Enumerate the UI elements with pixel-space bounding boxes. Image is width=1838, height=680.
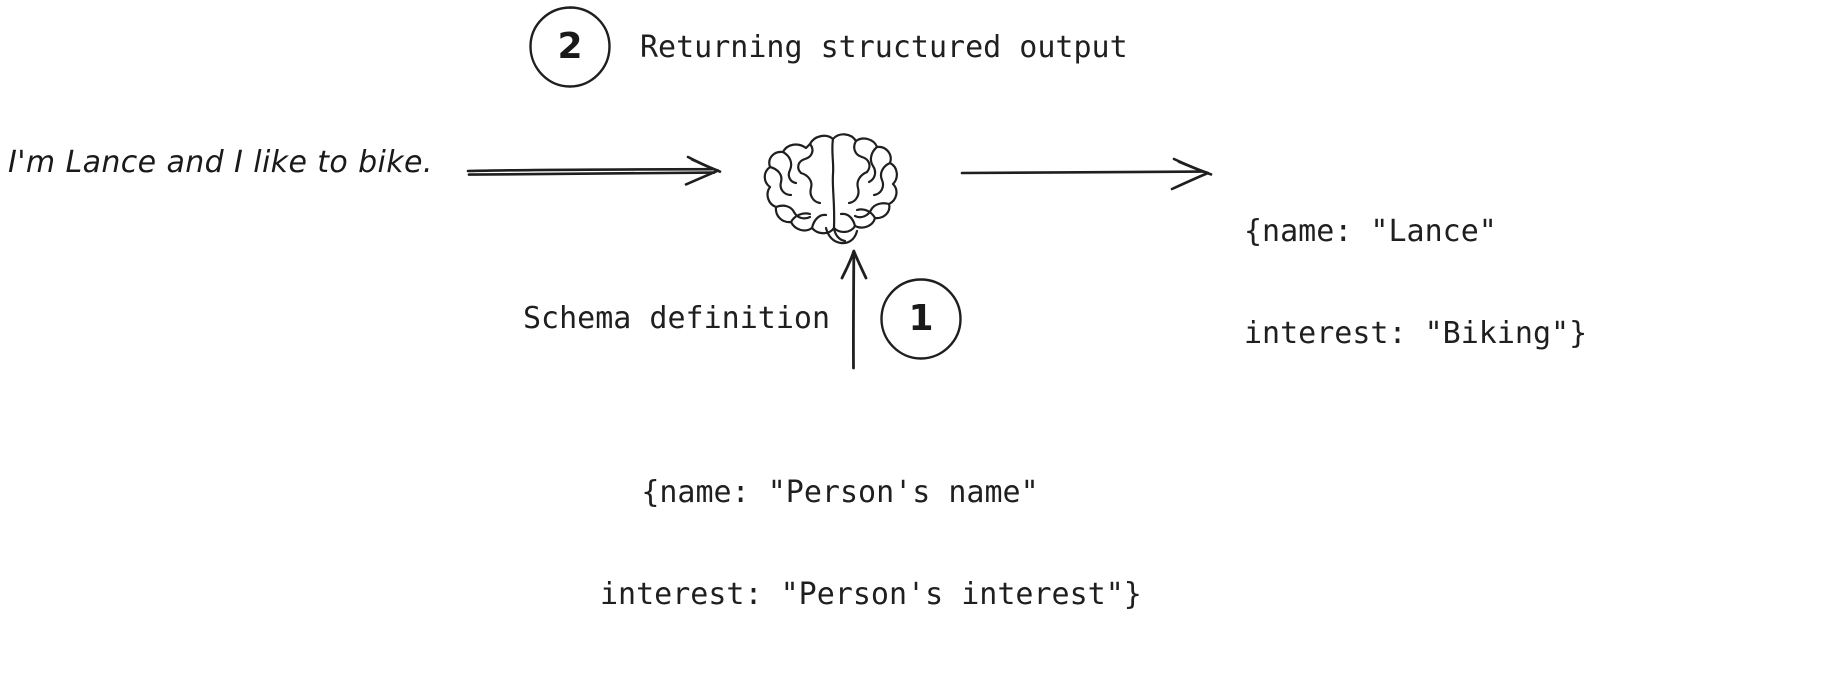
diagram-canvas: I'm Lance and I like to bike.	[8, 5, 1587, 612]
input-utterance-text: I'm Lance and I like to bike.	[8, 145, 433, 180]
schema-line-2: interest: "Person's interest"}	[600, 577, 1142, 612]
step-label-schema-definition: Schema definition	[523, 301, 831, 336]
structured-output-block: {name: "Lance" interest: "Biking"}	[1244, 147, 1587, 419]
step-label-returning-structured-output: Returning structured output	[640, 30, 1128, 65]
step-badge-1: 1	[879, 277, 963, 361]
step-badge-2-number: 2	[557, 26, 583, 67]
output-line-1: {name: "Lance"	[1244, 214, 1497, 249]
arrow-model-to-output	[960, 145, 1224, 201]
output-line-2: interest: "Biking"}	[1244, 316, 1588, 351]
arrow-schema-to-model	[826, 248, 884, 370]
schema-definition-block: {name: "Person's name" interest: "Person…	[600, 408, 1142, 680]
arrow-input-to-model	[466, 140, 736, 200]
schema-line-1: {name: "Person's name"	[641, 475, 1039, 510]
step-badge-1-number: 1	[908, 298, 934, 339]
brain-icon	[760, 118, 932, 250]
step-badge-2: 2	[528, 5, 612, 89]
